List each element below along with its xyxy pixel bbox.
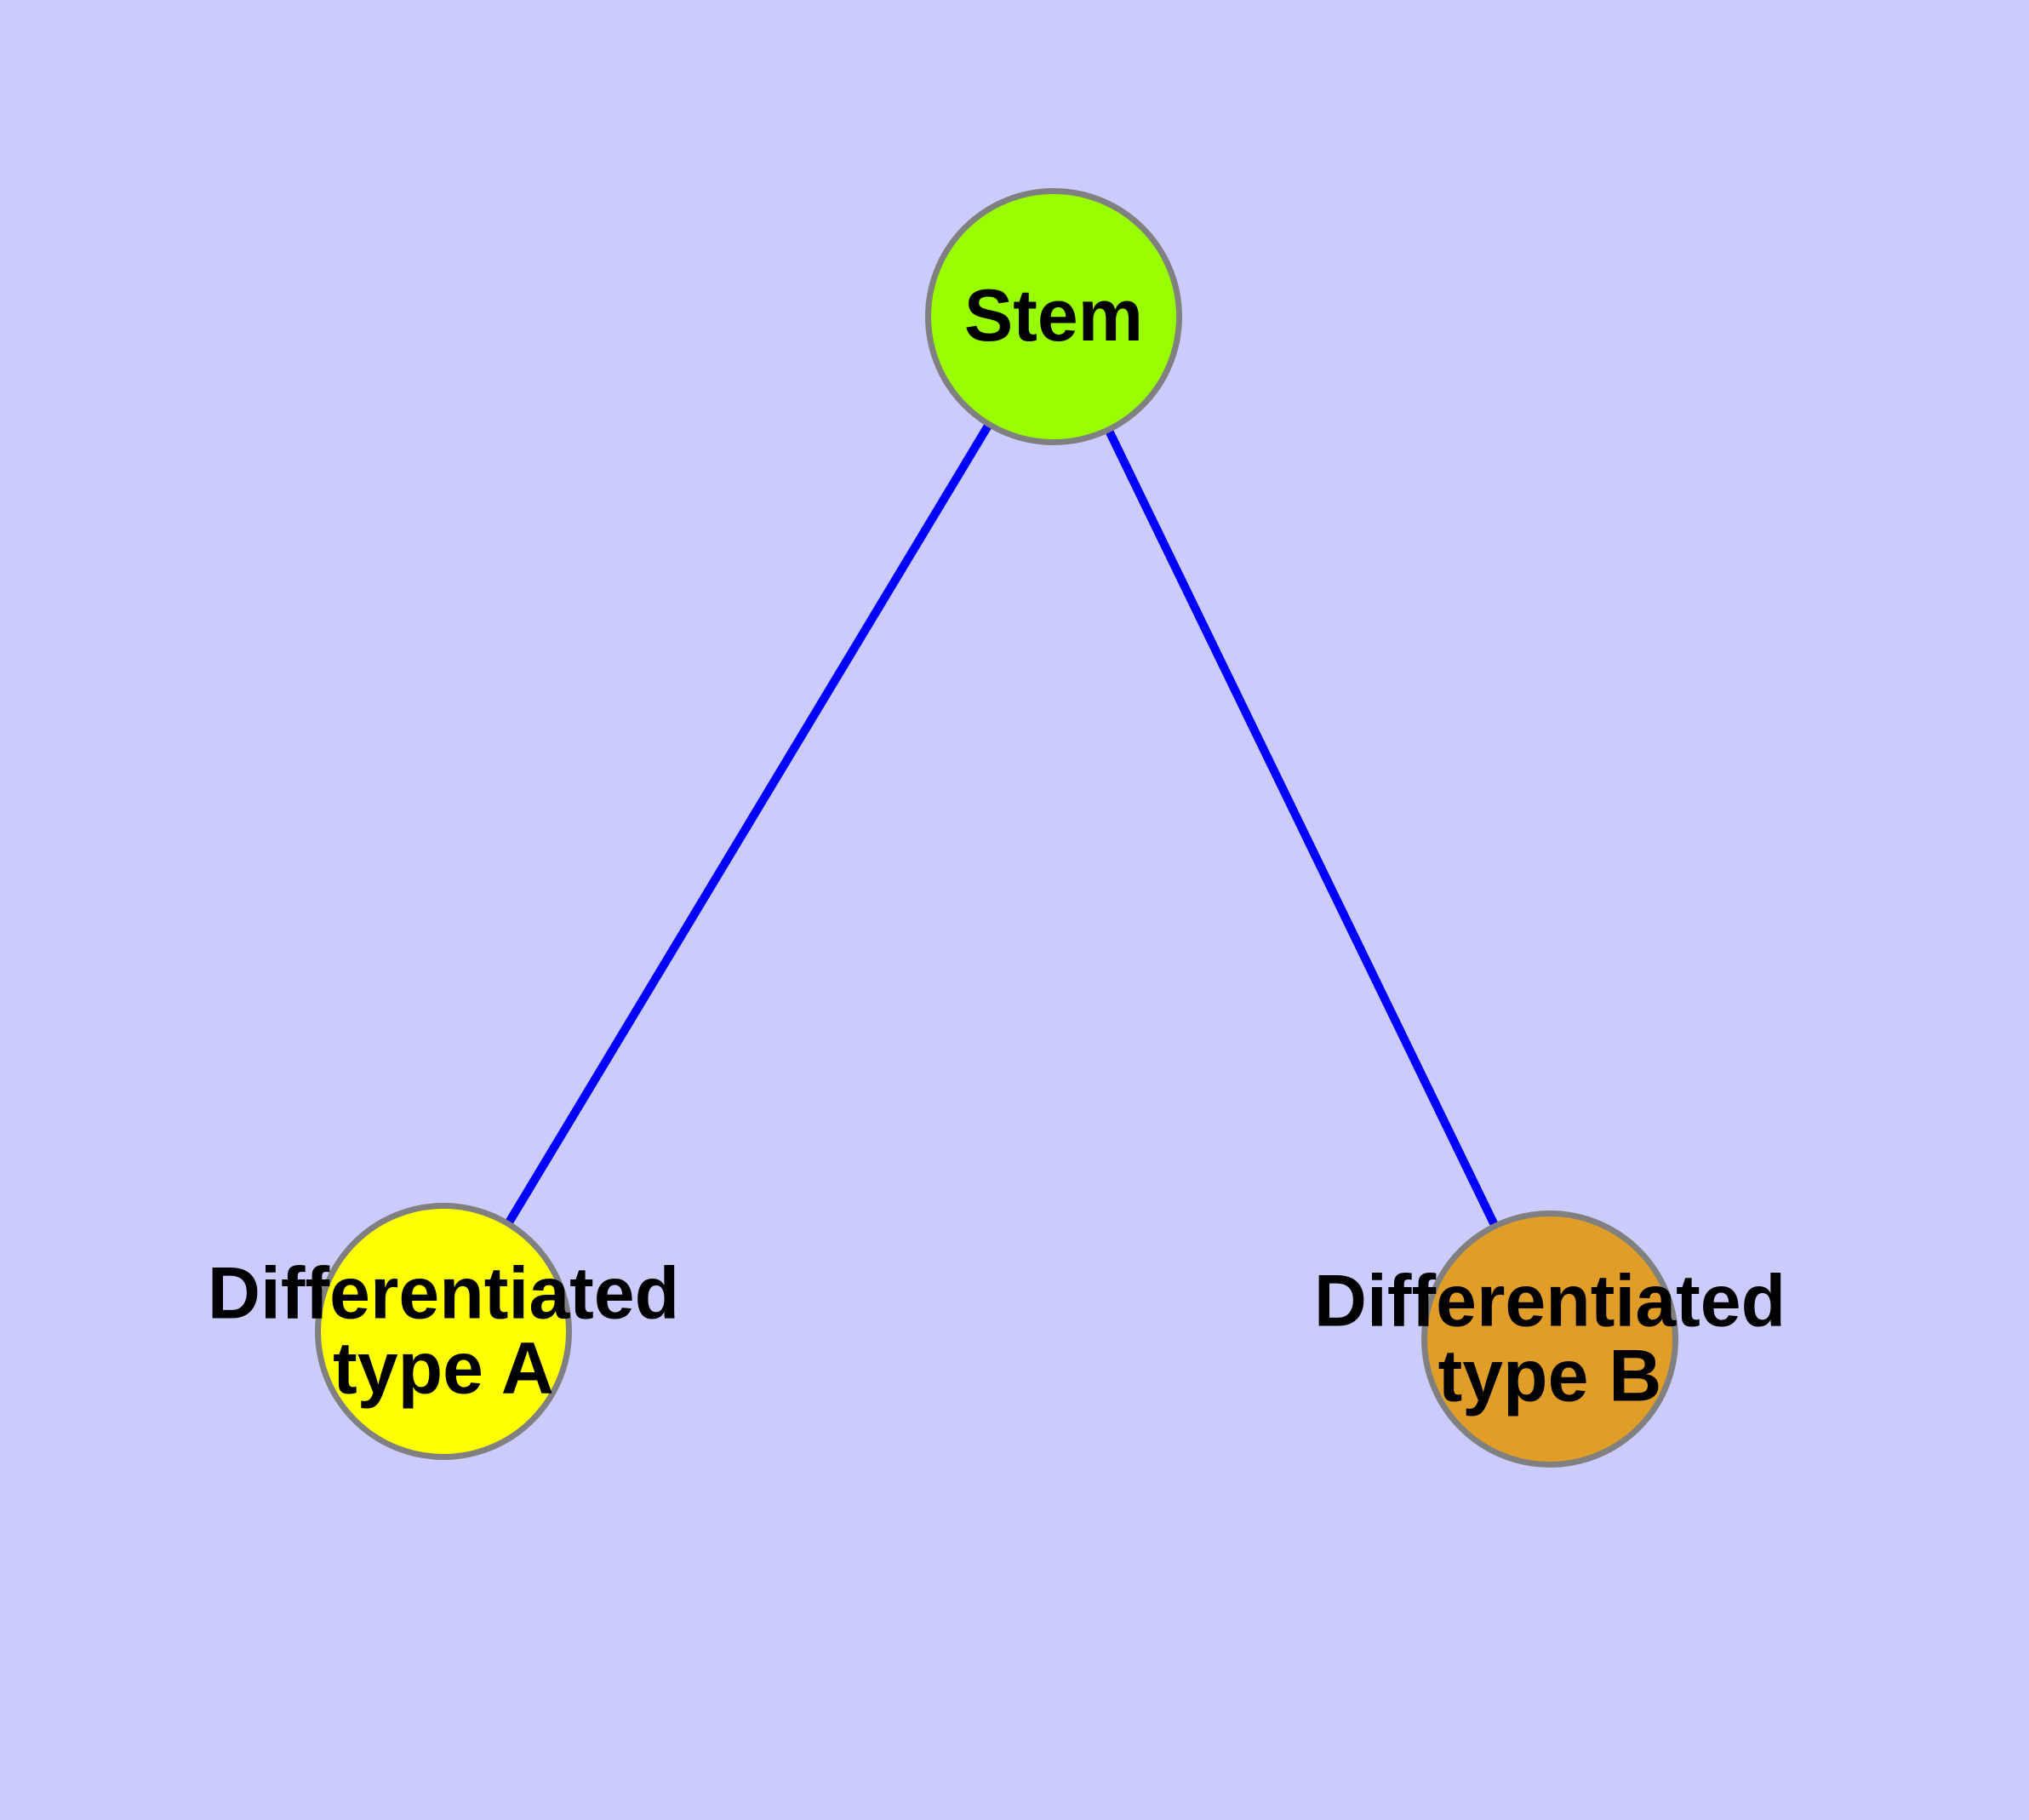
node-circle-diff-a[interactable] [315,1203,572,1460]
edge-stem-to-diff-a [439,314,1058,1334]
node-circle-diff-b[interactable] [1421,1210,1678,1468]
edge-layer [439,314,1554,1342]
node-layer [315,188,1678,1468]
edge-stem-to-diff-b [1049,314,1554,1342]
node-circle-stem[interactable] [925,188,1182,445]
